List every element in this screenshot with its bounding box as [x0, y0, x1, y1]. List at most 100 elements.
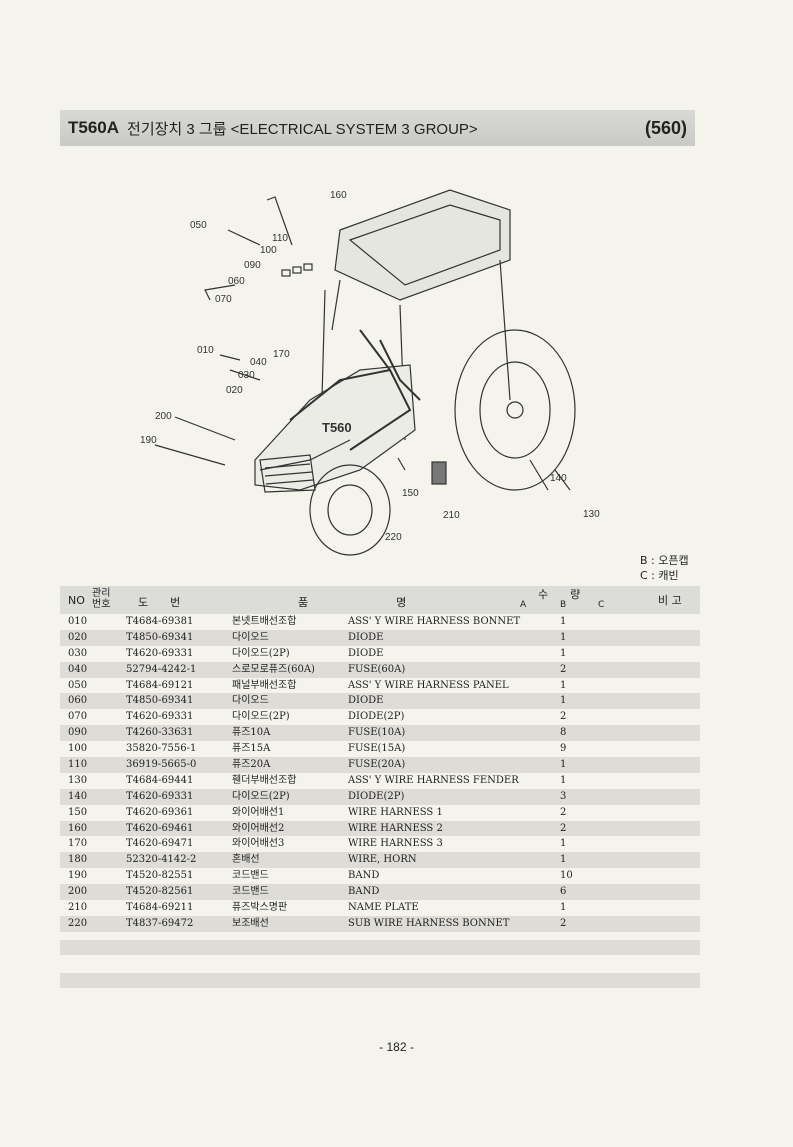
english-name-cell: ASS' Y WIRE HARNESS PANEL [348, 679, 509, 691]
drawing-no-cell: T4850-69341 [126, 695, 194, 707]
tractor-illustration: T560 [154, 189, 576, 556]
drawing-no-cell: T4684-69121 [126, 679, 194, 691]
english-name-cell: DIODE(2P) [348, 790, 405, 802]
english-name-cell: DIODE [348, 695, 384, 707]
part-no-cell: 160 [68, 822, 88, 834]
callout-label: 070 [215, 294, 232, 305]
table-row: 050 T4684-69121 패널부배선조합 ASS' Y WIRE HARNESS… [60, 678, 700, 694]
hood-decal: T560 [322, 420, 352, 435]
korean-name-cell: 패널부배선조합 [232, 679, 297, 691]
part-no-cell: 030 [68, 647, 88, 659]
quantity-cell: 1 [560, 902, 567, 914]
english-name-cell: WIRE, HORN [348, 854, 417, 866]
english-name-cell: DIODE(2P) [348, 711, 405, 723]
part-no-cell: 010 [68, 616, 88, 627]
header-drawing-no: 도 번 [138, 596, 181, 609]
part-no-cell: 150 [68, 806, 88, 818]
quantity-cell: 9 [560, 743, 567, 755]
drawing-no-cell: T4260-33631 [126, 727, 194, 739]
korean-name-cell: 휀더부배선조합 [232, 774, 297, 786]
drawing-no-cell: 52320-4142-2 [126, 854, 197, 866]
part-no-cell: 220 [68, 917, 88, 929]
korean-name-cell: 본넷트배선조합 [232, 616, 297, 627]
korean-name-cell: 다이오드(2P) [232, 790, 290, 802]
korean-name-cell: 퓨즈박스명판 [232, 902, 288, 914]
group-number: (560) [644, 117, 687, 138]
drawing-no-cell: T4620-69331 [126, 647, 194, 659]
part-no-cell: 100 [68, 743, 88, 755]
quantity-cell: 2 [560, 822, 567, 834]
table-header: NO 관리번호 도 번 품 명 수 량 A B C 비 고 [60, 586, 700, 614]
english-name-cell: WIRE HARNESS 3 [348, 838, 443, 850]
english-name-cell: FUSE(20A) [348, 759, 406, 771]
callout-label: 060 [228, 276, 245, 287]
part-no-cell: 170 [68, 838, 88, 850]
english-name-cell: FUSE(60A) [348, 663, 406, 675]
drawing-no-cell: T4837-69472 [126, 917, 194, 929]
quantity-cell: 10 [560, 870, 573, 882]
part-no-cell: 070 [68, 711, 88, 723]
title-bar: T560A 전기장치 3 그룹 <ELECTRICAL SYSTEM 3 GRO… [60, 110, 695, 146]
part-no-cell: 090 [68, 727, 88, 739]
english-name-cell: ASS' Y WIRE HARNESS BONNET [348, 616, 521, 627]
quantity-cell: 1 [560, 647, 567, 659]
quantity-cell: 1 [560, 679, 567, 691]
part-no-cell: 130 [68, 774, 88, 786]
quantity-cell: 2 [560, 806, 567, 818]
page-number: - 182 - [379, 1040, 414, 1054]
korean-name-cell: 와이어배선2 [232, 822, 285, 834]
part-no-cell: 060 [68, 695, 88, 707]
part-no-cell: 050 [68, 679, 88, 691]
part-no-cell: 040 [68, 663, 88, 675]
english-name-cell: FUSE(10A) [348, 727, 406, 739]
callout-label: 040 [250, 357, 267, 368]
callout-label: 110 [272, 233, 288, 244]
drawing-no-cell: T4684-69441 [126, 774, 194, 786]
page-title: 전기장치 3 그룹 <ELECTRICAL SYSTEM 3 GROUP> [127, 120, 478, 138]
quantity-cell: 1 [560, 631, 567, 643]
table-row: 040 52794-4242-1 스로모로퓨즈(60A) FUSE(60A) 2 [60, 661, 700, 678]
callout-label: 200 [155, 411, 172, 422]
korean-name-cell: 와이어배선1 [232, 806, 285, 818]
english-name-cell: ASS' Y WIRE HARNESS FENDER [348, 774, 519, 786]
callout-label: 130 [583, 509, 600, 520]
callout-label: 100 [260, 245, 277, 256]
english-name-cell: DIODE [348, 631, 384, 643]
legend: B : 오픈캡 C : 캐빈 [640, 553, 689, 583]
part-no-cell: 190 [68, 870, 88, 882]
legend-item: C : 캐빈 [640, 569, 679, 582]
korean-name-cell: 와이어배선3 [232, 838, 285, 850]
korean-name-cell: 스로모로퓨즈(60A) [232, 663, 315, 675]
english-name-cell: SUB WIRE HARNESS BONNET [348, 917, 510, 929]
callout-label: 170 [273, 349, 290, 360]
callout-label: 140 [550, 473, 567, 484]
korean-name-cell: 코드밴드 [232, 870, 269, 882]
blank-row [60, 939, 700, 955]
callout-label: 010 [197, 345, 214, 356]
header-mgmt-no: 관리번호 [92, 588, 111, 610]
english-name-cell: DIODE [348, 647, 384, 659]
drawing-no-cell: 52794-4242-1 [126, 663, 197, 675]
quantity-cell: 1 [560, 695, 567, 707]
model-name: T560A [68, 118, 120, 137]
drawing-no-cell: T4520-82551 [126, 870, 194, 882]
header-qty-b: B [560, 600, 567, 610]
quantity-cell: 2 [560, 663, 567, 675]
part-no-cell: 180 [68, 854, 88, 866]
drawing-no-cell: T4684-69381 [126, 616, 194, 627]
header-quantity: 수 량 [538, 588, 581, 601]
english-name-cell: NAME PLATE [348, 902, 419, 914]
callout-label: 030 [238, 370, 255, 381]
callout-label: 220 [385, 532, 402, 543]
part-no-cell: 110 [68, 759, 88, 771]
header-no: NO [68, 594, 85, 607]
